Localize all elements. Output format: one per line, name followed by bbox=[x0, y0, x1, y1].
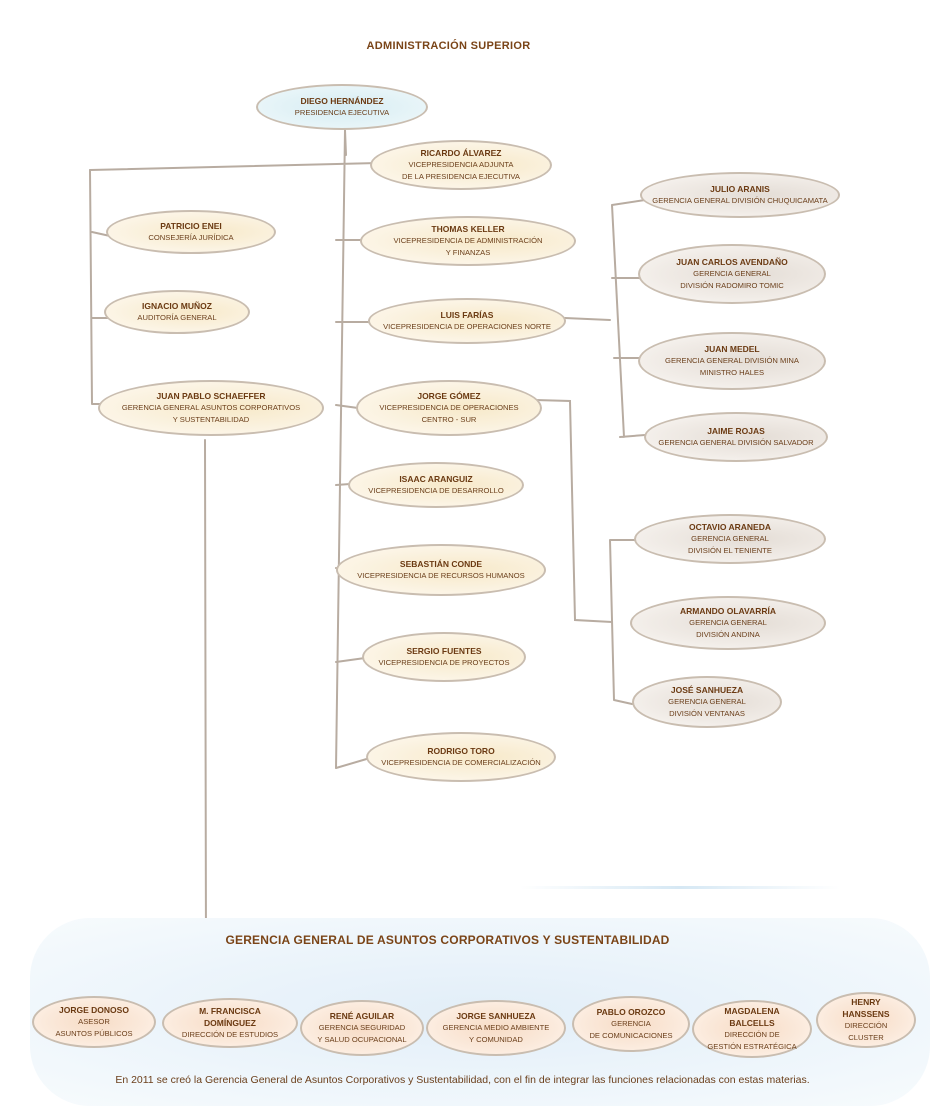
node-jaime-rojas: JAIME ROJAS GERENCIA GENERAL DIVISIÓN SA… bbox=[644, 412, 828, 462]
node-top: DIEGO HERNÁNDEZ PRESIDENCIA EJECUTIVA bbox=[256, 84, 428, 130]
node-name: JOSÉ SANHUEZA bbox=[670, 685, 744, 695]
node-patricio-enei: PATRICIO ENEI CONSEJERÍA JURÍDICA bbox=[106, 210, 276, 254]
node-pablo-orozco: PABLO OROZCO GERENCIA DE COMUNICACIONES bbox=[572, 996, 690, 1052]
node-role: GERENCIA GENERAL DIVISIÓN RADOMIRO TOMIC bbox=[680, 269, 784, 290]
node-rene-aguilar: RENÉ AGUILAR GERENCIA SEGURIDAD Y SALUD … bbox=[300, 1000, 424, 1056]
node-name: JUAN CARLOS AVENDAÑO bbox=[676, 257, 788, 267]
node-juan-medel: JUAN MEDEL GERENCIA GENERAL DIVISIÓN MIN… bbox=[638, 332, 826, 390]
node-jose-sanhueza: JOSÉ SANHUEZA GERENCIA GENERAL DIVISIÓN … bbox=[632, 676, 782, 728]
corporate-title: GERENCIA GENERAL DE ASUNTOS CORPORATIVOS… bbox=[225, 933, 670, 947]
node-role: GERENCIA GENERAL ASUNTOS CORPORATIVOS Y … bbox=[121, 403, 301, 424]
node-role: GERENCIA DE COMUNICACIONES bbox=[589, 1019, 673, 1040]
node-name: RICARDO ÁLVAREZ bbox=[420, 148, 502, 158]
node-role: DIRECCIÓN CLUSTER bbox=[844, 1021, 888, 1042]
node-role: GERENCIA GENERAL DIVISIÓN VENTANAS bbox=[668, 697, 746, 718]
node-isaac-aranguiz: ISAAC ARANGUIZ VICEPRESIDENCIA DE DESARR… bbox=[348, 462, 524, 508]
node-thomas-keller: THOMAS KELLER VICEPRESIDENCIA DE ADMINIS… bbox=[360, 216, 576, 266]
node-juan-carlos-avendano: JUAN CARLOS AVENDAÑO GERENCIA GENERAL DI… bbox=[638, 244, 826, 304]
node-rodrigo-toro: RODRIGO TORO VICEPRESIDENCIA DE COMERCIA… bbox=[366, 732, 556, 782]
node-role: VICEPRESIDENCIA DE OPERACIONES NORTE bbox=[383, 322, 551, 331]
node-role: GERENCIA GENERAL DIVISIÓN SALVADOR bbox=[658, 438, 814, 447]
node-sergio-fuentes: SERGIO FUENTES VICEPRESIDENCIA DE PROYEC… bbox=[362, 632, 526, 682]
node-role: GERENCIA GENERAL DIVISIÓN ANDINA bbox=[689, 618, 767, 639]
node-name: RODRIGO TORO bbox=[427, 746, 495, 756]
separator-line bbox=[520, 886, 840, 889]
node-francisca-dominguez: M. FRANCISCA DOMÍNGUEZ DIRECCIÓN DE ESTU… bbox=[162, 998, 298, 1048]
footnote: En 2011 se creó la Gerencia General de A… bbox=[115, 1074, 810, 1086]
node-role: VICEPRESIDENCIA ADJUNTA DE LA PRESIDENCI… bbox=[401, 160, 521, 181]
node-armando-olavarria: ARMANDO OLAVARRÍA GERENCIA GENERAL DIVIS… bbox=[630, 596, 826, 650]
node-name: DIEGO HERNÁNDEZ bbox=[300, 96, 384, 106]
node-role: VICEPRESIDENCIA DE PROYECTOS bbox=[378, 658, 510, 667]
node-role: GERENCIA MEDIO AMBIENTE Y COMUNIDAD bbox=[442, 1023, 550, 1044]
node-jorge-gomez: JORGE GÓMEZ VICEPRESIDENCIA DE OPERACION… bbox=[356, 380, 542, 436]
chart-title: ADMINISTRACIÓN SUPERIOR bbox=[366, 40, 531, 52]
node-name: THOMAS KELLER bbox=[431, 224, 505, 234]
node-name: MAGDALENA BALCELLS bbox=[724, 1006, 780, 1028]
node-name: JULIO ARANIS bbox=[710, 184, 770, 194]
node-henry-hanssens: HENRY HANSSENS DIRECCIÓN CLUSTER bbox=[816, 992, 916, 1048]
node-name: SEBASTIÁN CONDE bbox=[399, 559, 483, 569]
node-name: JORGE SANHUEZA bbox=[456, 1011, 536, 1021]
node-name: LUIS FARÍAS bbox=[440, 310, 494, 320]
node-role: CONSEJERÍA JURÍDICA bbox=[148, 233, 234, 242]
node-luis-farias: LUIS FARÍAS VICEPRESIDENCIA DE OPERACION… bbox=[368, 298, 566, 344]
node-name: JORGE DONOSO bbox=[59, 1005, 129, 1015]
node-name: PATRICIO ENEI bbox=[160, 221, 222, 231]
node-role: VICEPRESIDENCIA DE RECURSOS HUMANOS bbox=[357, 571, 525, 580]
node-name: JORGE GÓMEZ bbox=[417, 391, 481, 401]
node-role: AUDITORÍA GENERAL bbox=[137, 313, 217, 322]
node-role: DIRECCIÓN DE GESTIÓN ESTRATÉGICA bbox=[707, 1030, 797, 1051]
node-octavio-araneda: OCTAVIO ARANEDA GERENCIA GENERAL DIVISIÓ… bbox=[634, 514, 826, 564]
node-name: OCTAVIO ARANEDA bbox=[688, 522, 771, 532]
node-name: ARMANDO OLAVARRÍA bbox=[679, 606, 776, 616]
node-name: SERGIO FUENTES bbox=[406, 646, 482, 656]
node-role: GERENCIA SEGURIDAD Y SALUD OCUPACIONAL bbox=[317, 1023, 407, 1044]
node-name: ISAAC ARANGUIZ bbox=[399, 474, 473, 484]
node-julio-aranis: JULIO ARANIS GERENCIA GENERAL DIVISIÓN C… bbox=[640, 172, 840, 218]
node-name: M. FRANCISCA DOMÍNGUEZ bbox=[199, 1006, 261, 1028]
node-name: PABLO OROZCO bbox=[596, 1007, 666, 1017]
node-sebastian-conde: SEBASTIÁN CONDE VICEPRESIDENCIA DE RECUR… bbox=[336, 544, 546, 596]
node-name: JUAN MEDEL bbox=[704, 344, 760, 354]
node-role: DIRECCIÓN DE ESTUDIOS bbox=[181, 1030, 279, 1039]
node-role: VICEPRESIDENCIA DE ADMINISTRACIÓN Y FINA… bbox=[393, 236, 543, 257]
node-jorge-donoso: JORGE DONOSO ASESOR ASUNTOS PÚBLICOS bbox=[32, 996, 156, 1048]
node-name: IGNACIO MUÑOZ bbox=[142, 301, 212, 311]
node-juan-pablo-schaeffer: JUAN PABLO SCHAEFFER GERENCIA GENERAL AS… bbox=[98, 380, 324, 436]
node-role: VICEPRESIDENCIA DE OPERACIONES CENTRO - … bbox=[379, 403, 519, 424]
node-name: RENÉ AGUILAR bbox=[329, 1011, 395, 1021]
node-role: GERENCIA GENERAL DIVISIÓN EL TENIENTE bbox=[688, 534, 772, 555]
node-name: HENRY HANSSENS bbox=[842, 997, 890, 1019]
node-role: ASESOR ASUNTOS PÚBLICOS bbox=[55, 1017, 133, 1038]
node-role: VICEPRESIDENCIA DE DESARROLLO bbox=[368, 486, 504, 495]
node-role: PRESIDENCIA EJECUTIVA bbox=[294, 108, 390, 117]
node-name: JAIME ROJAS bbox=[707, 426, 765, 436]
node-ricardo-alvarez: RICARDO ÁLVAREZ VICEPRESIDENCIA ADJUNTA … bbox=[370, 140, 552, 190]
node-role: GERENCIA GENERAL DIVISIÓN MINA MINISTRO … bbox=[665, 356, 799, 377]
node-name: JUAN PABLO SCHAEFFER bbox=[156, 391, 266, 401]
node-jorge-sanhueza: JORGE SANHUEZA GERENCIA MEDIO AMBIENTE Y… bbox=[426, 1000, 566, 1056]
node-role: VICEPRESIDENCIA DE COMERCIALIZACIÓN bbox=[381, 758, 541, 767]
node-role: GERENCIA GENERAL DIVISIÓN CHUQUICAMATA bbox=[652, 196, 828, 205]
node-ignacio-munoz: IGNACIO MUÑOZ AUDITORÍA GENERAL bbox=[104, 290, 250, 334]
node-magdalena-balcells: MAGDALENA BALCELLS DIRECCIÓN DE GESTIÓN … bbox=[692, 1000, 812, 1058]
